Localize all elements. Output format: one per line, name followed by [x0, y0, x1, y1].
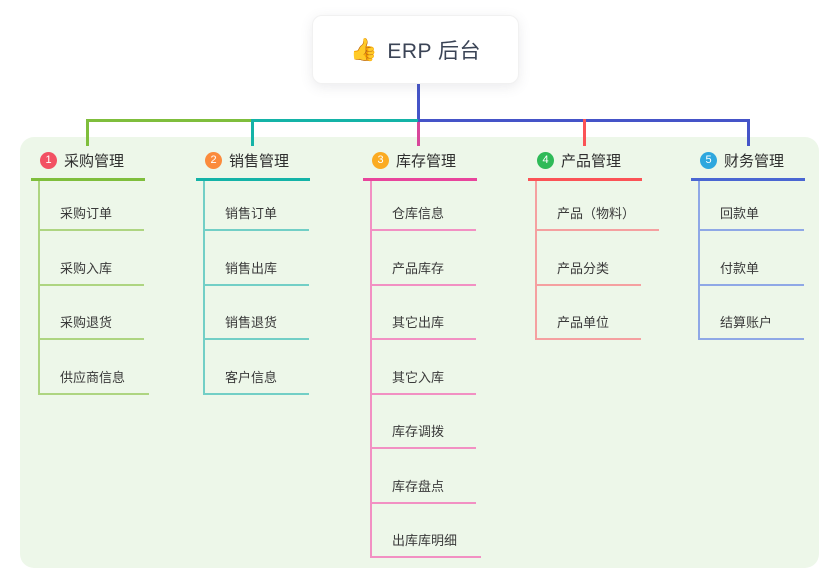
sub-topic[interactable]: 供应商信息: [40, 340, 150, 395]
sub-topic[interactable]: 回款单: [700, 181, 804, 231]
branch: 4 产品管理 产品（物料） 产品分类产品单位: [528, 145, 660, 340]
connector-horizontal-teal: [253, 119, 418, 122]
branch: 2 销售管理 销售订单销售出库销售退货客户信息: [196, 145, 310, 395]
sub-topic[interactable]: 产品单位: [537, 286, 641, 340]
branch-subtree: 仓库信息产品库存其它出库其它入库库存调拨库存盘点出库库明细: [370, 181, 482, 558]
sub-topic-label: 销售订单: [225, 206, 278, 221]
sub-topic[interactable]: 采购订单: [40, 181, 144, 231]
sub-topic-label: 其它入库: [392, 369, 445, 385]
sub-topic[interactable]: 结算账户: [700, 286, 804, 340]
sub-topic-label: 采购入库: [60, 260, 113, 276]
branch-title[interactable]: 5 财务管理: [691, 145, 805, 181]
sub-topic[interactable]: 其它出库: [372, 286, 476, 340]
branch-number-badge: 2: [205, 152, 222, 169]
branch1-drop-line: [86, 119, 89, 146]
sub-topic-label: 结算账户: [720, 315, 773, 330]
sub-topic-label: 采购订单: [60, 206, 113, 221]
sub-topic[interactable]: 付款单: [700, 231, 804, 286]
sub-topic-label: 其它出库: [392, 315, 445, 330]
sub-topic-label: 客户信息: [225, 369, 278, 385]
sub-topic-label: 采购退货: [60, 315, 113, 330]
sub-topic-label: 产品分类: [557, 260, 610, 276]
branch-label: 销售管理: [229, 153, 290, 170]
sub-topic-label: 付款单: [720, 260, 760, 276]
sub-topic[interactable]: 销售出库: [205, 231, 309, 286]
branch-subtree: 回款单付款单结算账户: [698, 181, 804, 340]
thumbs-up-icon: 👍: [349, 36, 378, 62]
sub-topic[interactable]: 产品（物料）: [537, 181, 660, 231]
sub-topic-label: 销售退货: [225, 315, 278, 330]
branch-number-badge: 4: [537, 152, 554, 169]
branch-label: 产品管理: [561, 153, 622, 170]
branch: 1 采购管理 采购订单采购入库采购退货供应商信息: [31, 145, 150, 395]
branch-label: 采购管理: [64, 153, 125, 170]
sub-topic[interactable]: 库存盘点: [372, 449, 476, 504]
sub-topic-label: 仓库信息: [392, 206, 445, 221]
branch: 5 财务管理 回款单付款单结算账户: [691, 145, 805, 340]
branch: 3 库存管理 仓库信息产品库存其它出库其它入库库存调拨库存盘点出库库明细: [363, 145, 482, 558]
branch5-drop-line: [747, 119, 750, 146]
branch-label: 财务管理: [724, 153, 785, 170]
root-node[interactable]: 👍 ERP 后台: [312, 15, 519, 84]
sub-topic-label: 产品库存: [392, 260, 445, 276]
branch-title[interactable]: 3 库存管理: [363, 145, 477, 181]
root-connector-line: [417, 84, 420, 121]
sub-topic-label: 回款单: [720, 206, 760, 221]
sub-topic-label: 产品单位: [557, 315, 610, 330]
branch-subtree: 采购订单采购入库采购退货供应商信息: [38, 181, 150, 395]
branch2-drop-line: [251, 119, 254, 146]
sub-topic-label: 库存调拨: [392, 424, 445, 439]
sub-topic-label: 产品（物料）: [557, 206, 636, 221]
sub-topic[interactable]: 出库库明细: [372, 504, 482, 558]
branch-label: 库存管理: [396, 153, 457, 170]
connector-horizontal-green: [86, 119, 253, 122]
sub-topic[interactable]: 采购退货: [40, 286, 144, 340]
sub-topic[interactable]: 仓库信息: [372, 181, 476, 231]
branch-number-badge: 3: [372, 152, 389, 169]
branch3-drop-line: [417, 122, 420, 146]
branch-subtree: 销售订单销售出库销售退货客户信息: [203, 181, 309, 395]
branch-title[interactable]: 4 产品管理: [528, 145, 642, 181]
sub-topic[interactable]: 其它入库: [372, 340, 476, 395]
sub-topic[interactable]: 销售退货: [205, 286, 309, 340]
branch-subtree: 产品（物料） 产品分类产品单位: [535, 181, 660, 340]
sub-topic-label: 销售出库: [225, 260, 278, 276]
sub-topic[interactable]: 库存调拨: [372, 395, 476, 449]
sub-topic[interactable]: 采购入库: [40, 231, 144, 286]
root-label: ERP 后台: [387, 39, 482, 63]
branch4-drop-line: [583, 119, 586, 146]
sub-topic[interactable]: 产品分类: [537, 231, 641, 286]
branch-title[interactable]: 1 采购管理: [31, 145, 145, 181]
branch-number-badge: 5: [700, 152, 717, 169]
sub-topic[interactable]: 销售订单: [205, 181, 309, 231]
branch-number-badge: 1: [40, 152, 57, 169]
sub-topic[interactable]: 客户信息: [205, 340, 309, 395]
content-panel: [20, 137, 819, 568]
sub-topic-label: 库存盘点: [392, 478, 445, 494]
sub-topic-label: 出库库明细: [392, 533, 458, 548]
sub-topic-label: 供应商信息: [60, 369, 126, 385]
branch-title[interactable]: 2 销售管理: [196, 145, 310, 181]
sub-topic[interactable]: 产品库存: [372, 231, 476, 286]
